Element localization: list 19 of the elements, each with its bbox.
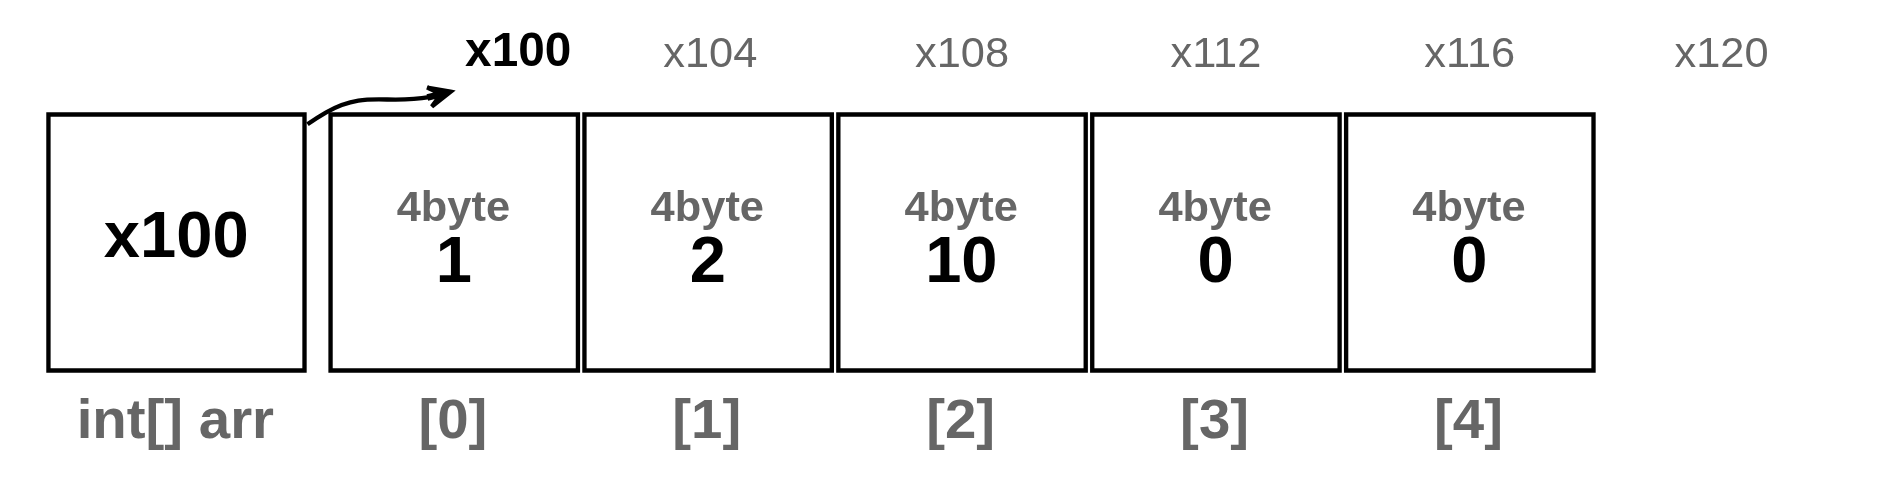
node-box: 4byte 1 (327, 112, 580, 373)
node-box: 4byte 0 (1343, 112, 1596, 373)
node-box: 4byte 0 (1089, 112, 1342, 373)
arrow (305, 85, 453, 127)
node-box: x100 (45, 112, 307, 373)
label: x116 (1423, 27, 1515, 76)
node-label: [2] (925, 387, 995, 451)
label: x112 (1169, 27, 1261, 76)
node-box: 4byte 2 (581, 112, 834, 373)
node-label: [3] (1179, 387, 1249, 451)
node-label: int[] arr (76, 387, 274, 451)
label: x120 (1674, 27, 1769, 76)
node-text: x100 (464, 22, 571, 76)
node-box: 4byte 10 (835, 112, 1088, 373)
node-label: [0] (417, 387, 487, 451)
node-label: [4] (1433, 387, 1503, 451)
label: x108 (914, 27, 1009, 76)
label: x104 (662, 27, 757, 76)
node-label: [1] (671, 387, 741, 451)
